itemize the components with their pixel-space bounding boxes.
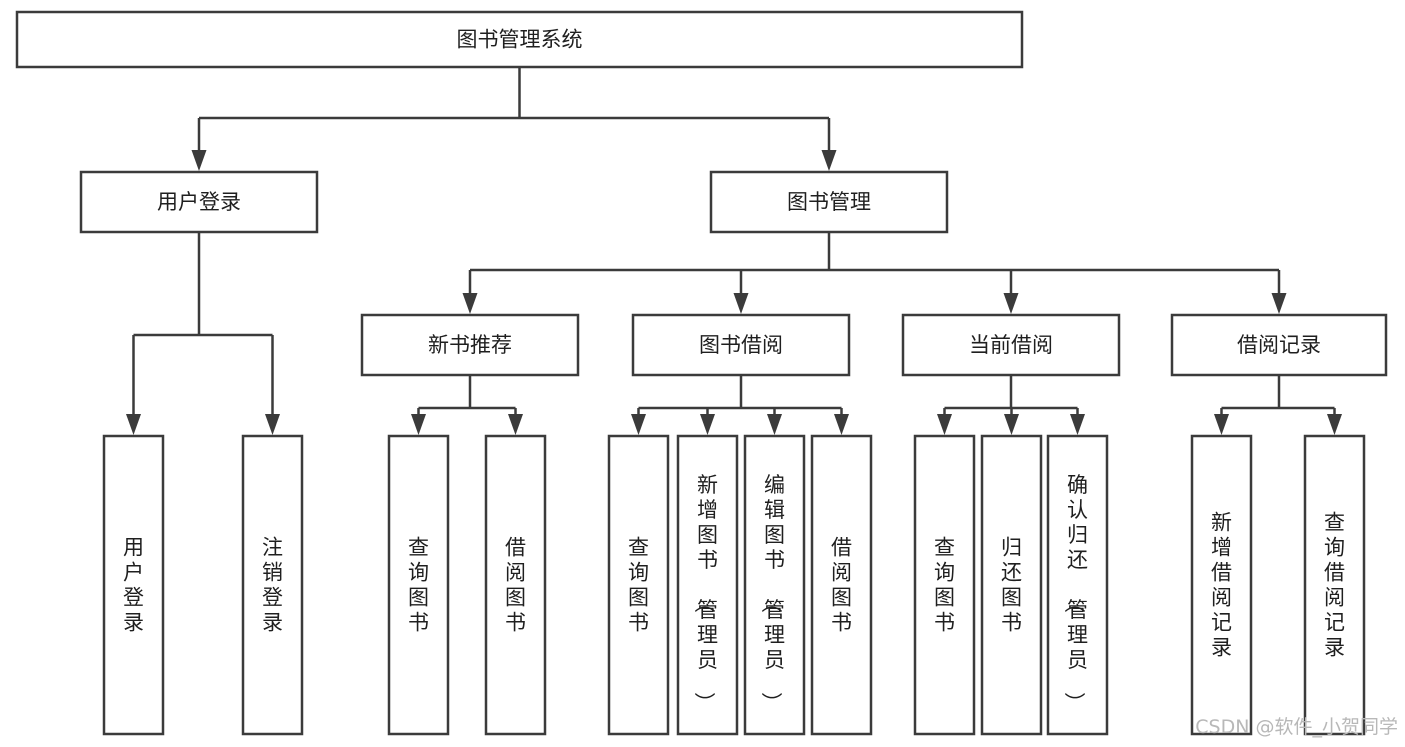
connector-group bbox=[411, 375, 523, 435]
connector-group bbox=[937, 375, 1085, 435]
node-box-leaf3[interactable] bbox=[387, 434, 450, 736]
node-box-newbook[interactable] bbox=[360, 313, 580, 377]
connector-group bbox=[191, 67, 837, 171]
node-box-leaf7[interactable] bbox=[743, 434, 806, 736]
arrow-head-icon bbox=[191, 150, 207, 171]
node-box-leaf12[interactable] bbox=[1190, 434, 1253, 736]
node-label-leaf13: 查询借阅记录 bbox=[1324, 511, 1345, 660]
arrow-head-icon bbox=[1271, 293, 1287, 314]
arrow-head-icon bbox=[508, 414, 523, 435]
node-leaf5[interactable]: 查询图书 bbox=[607, 434, 670, 736]
arrow-head-icon bbox=[1214, 414, 1229, 435]
node-label-leaf1: 用户登录 bbox=[123, 536, 144, 635]
arrow-head-icon bbox=[700, 414, 715, 435]
csdn-watermark: CSDN @软件_小贺同学 bbox=[1195, 716, 1398, 738]
node-label-leaf12: 新增借阅记录 bbox=[1211, 511, 1232, 660]
node-leaf13[interactable]: 查询借阅记录 bbox=[1303, 434, 1366, 736]
node-label-login: 用户登录 bbox=[157, 190, 241, 214]
node-box-leaf13[interactable] bbox=[1303, 434, 1366, 736]
node-leaf9[interactable]: 查询图书 bbox=[913, 434, 976, 736]
node-leaf6[interactable]: 新增图书（管理员） bbox=[676, 434, 739, 736]
connector-group bbox=[1214, 375, 1342, 435]
node-box-leaf11[interactable] bbox=[1046, 434, 1109, 736]
node-layer: 图书管理系统用户登录图书管理新书推荐图书借阅当前借阅借阅记录用户登录注销登录查询… bbox=[15, 10, 1388, 736]
node-current[interactable]: 当前借阅 bbox=[901, 313, 1121, 377]
node-label-leaf10: 归还图书 bbox=[1001, 536, 1022, 635]
node-label-bookmgmt: 图书管理 bbox=[787, 190, 871, 214]
node-leaf2[interactable]: 注销登录 bbox=[241, 434, 304, 736]
arrow-head-icon bbox=[937, 414, 952, 435]
node-bookmgmt[interactable]: 图书管理 bbox=[709, 170, 949, 234]
node-leaf7[interactable]: 编辑图书（管理员） bbox=[743, 434, 806, 736]
connector-layer bbox=[126, 67, 1342, 435]
node-label-leaf6: 新增图书（管理员） bbox=[692, 473, 718, 713]
node-box-leaf1[interactable] bbox=[102, 434, 165, 736]
arrow-head-icon bbox=[411, 414, 426, 435]
arrow-head-icon bbox=[631, 414, 646, 435]
node-login[interactable]: 用户登录 bbox=[79, 170, 319, 234]
arrow-head-icon bbox=[834, 414, 849, 435]
node-leaf3[interactable]: 查询图书 bbox=[387, 434, 450, 736]
node-box-leaf5[interactable] bbox=[607, 434, 670, 736]
node-leaf1[interactable]: 用户登录 bbox=[102, 434, 165, 736]
arrow-head-icon bbox=[733, 293, 749, 314]
node-box-leaf9[interactable] bbox=[913, 434, 976, 736]
node-records[interactable]: 借阅记录 bbox=[1170, 313, 1388, 377]
node-label-leaf2: 注销登录 bbox=[262, 536, 283, 635]
arrow-head-icon bbox=[462, 293, 478, 314]
node-label-leaf7: 编辑图书（管理员） bbox=[759, 473, 785, 713]
node-root[interactable]: 图书管理系统 bbox=[15, 10, 1024, 69]
node-box-leaf6[interactable] bbox=[676, 434, 739, 736]
node-leaf10[interactable]: 归还图书 bbox=[980, 434, 1043, 736]
node-label-newbook: 新书推荐 bbox=[428, 333, 512, 357]
arrow-head-icon bbox=[126, 414, 141, 435]
node-box-login[interactable] bbox=[79, 170, 319, 234]
node-box-leaf2[interactable] bbox=[241, 434, 304, 736]
arrow-head-icon bbox=[265, 414, 280, 435]
arrow-head-icon bbox=[767, 414, 782, 435]
arrow-head-icon bbox=[1004, 414, 1019, 435]
node-box-leaf4[interactable] bbox=[484, 434, 547, 736]
node-leaf4[interactable]: 借阅图书 bbox=[484, 434, 547, 736]
node-label-leaf3: 查询图书 bbox=[408, 536, 429, 635]
arrow-head-icon bbox=[1070, 414, 1085, 435]
node-box-root[interactable] bbox=[15, 10, 1024, 69]
node-label-leaf5: 查询图书 bbox=[628, 536, 649, 635]
node-newbook[interactable]: 新书推荐 bbox=[360, 313, 580, 377]
node-leaf11[interactable]: 确认归还（管理员） bbox=[1046, 434, 1109, 736]
node-label-root: 图书管理系统 bbox=[457, 28, 583, 52]
node-label-leaf9: 查询图书 bbox=[934, 536, 955, 635]
connector-group bbox=[462, 232, 1287, 314]
node-box-current[interactable] bbox=[901, 313, 1121, 377]
node-label-records: 借阅记录 bbox=[1237, 333, 1321, 357]
connector-group bbox=[126, 232, 280, 435]
node-box-leaf8[interactable] bbox=[810, 434, 873, 736]
node-label-borrow: 图书借阅 bbox=[699, 333, 783, 357]
node-leaf8[interactable]: 借阅图书 bbox=[810, 434, 873, 736]
arrow-head-icon bbox=[1003, 293, 1019, 314]
node-label-leaf4: 借阅图书 bbox=[505, 536, 526, 635]
node-box-records[interactable] bbox=[1170, 313, 1388, 377]
node-box-bookmgmt[interactable] bbox=[709, 170, 949, 234]
node-box-borrow[interactable] bbox=[631, 313, 851, 377]
node-label-leaf8: 借阅图书 bbox=[831, 536, 852, 635]
node-label-current: 当前借阅 bbox=[969, 333, 1053, 357]
node-borrow[interactable]: 图书借阅 bbox=[631, 313, 851, 377]
connector-group bbox=[631, 375, 849, 435]
node-leaf12[interactable]: 新增借阅记录 bbox=[1190, 434, 1253, 736]
node-box-leaf10[interactable] bbox=[980, 434, 1043, 736]
arrow-head-icon bbox=[1327, 414, 1342, 435]
arrow-head-icon bbox=[821, 150, 837, 171]
node-label-leaf11: 确认归还（管理员） bbox=[1062, 473, 1088, 713]
